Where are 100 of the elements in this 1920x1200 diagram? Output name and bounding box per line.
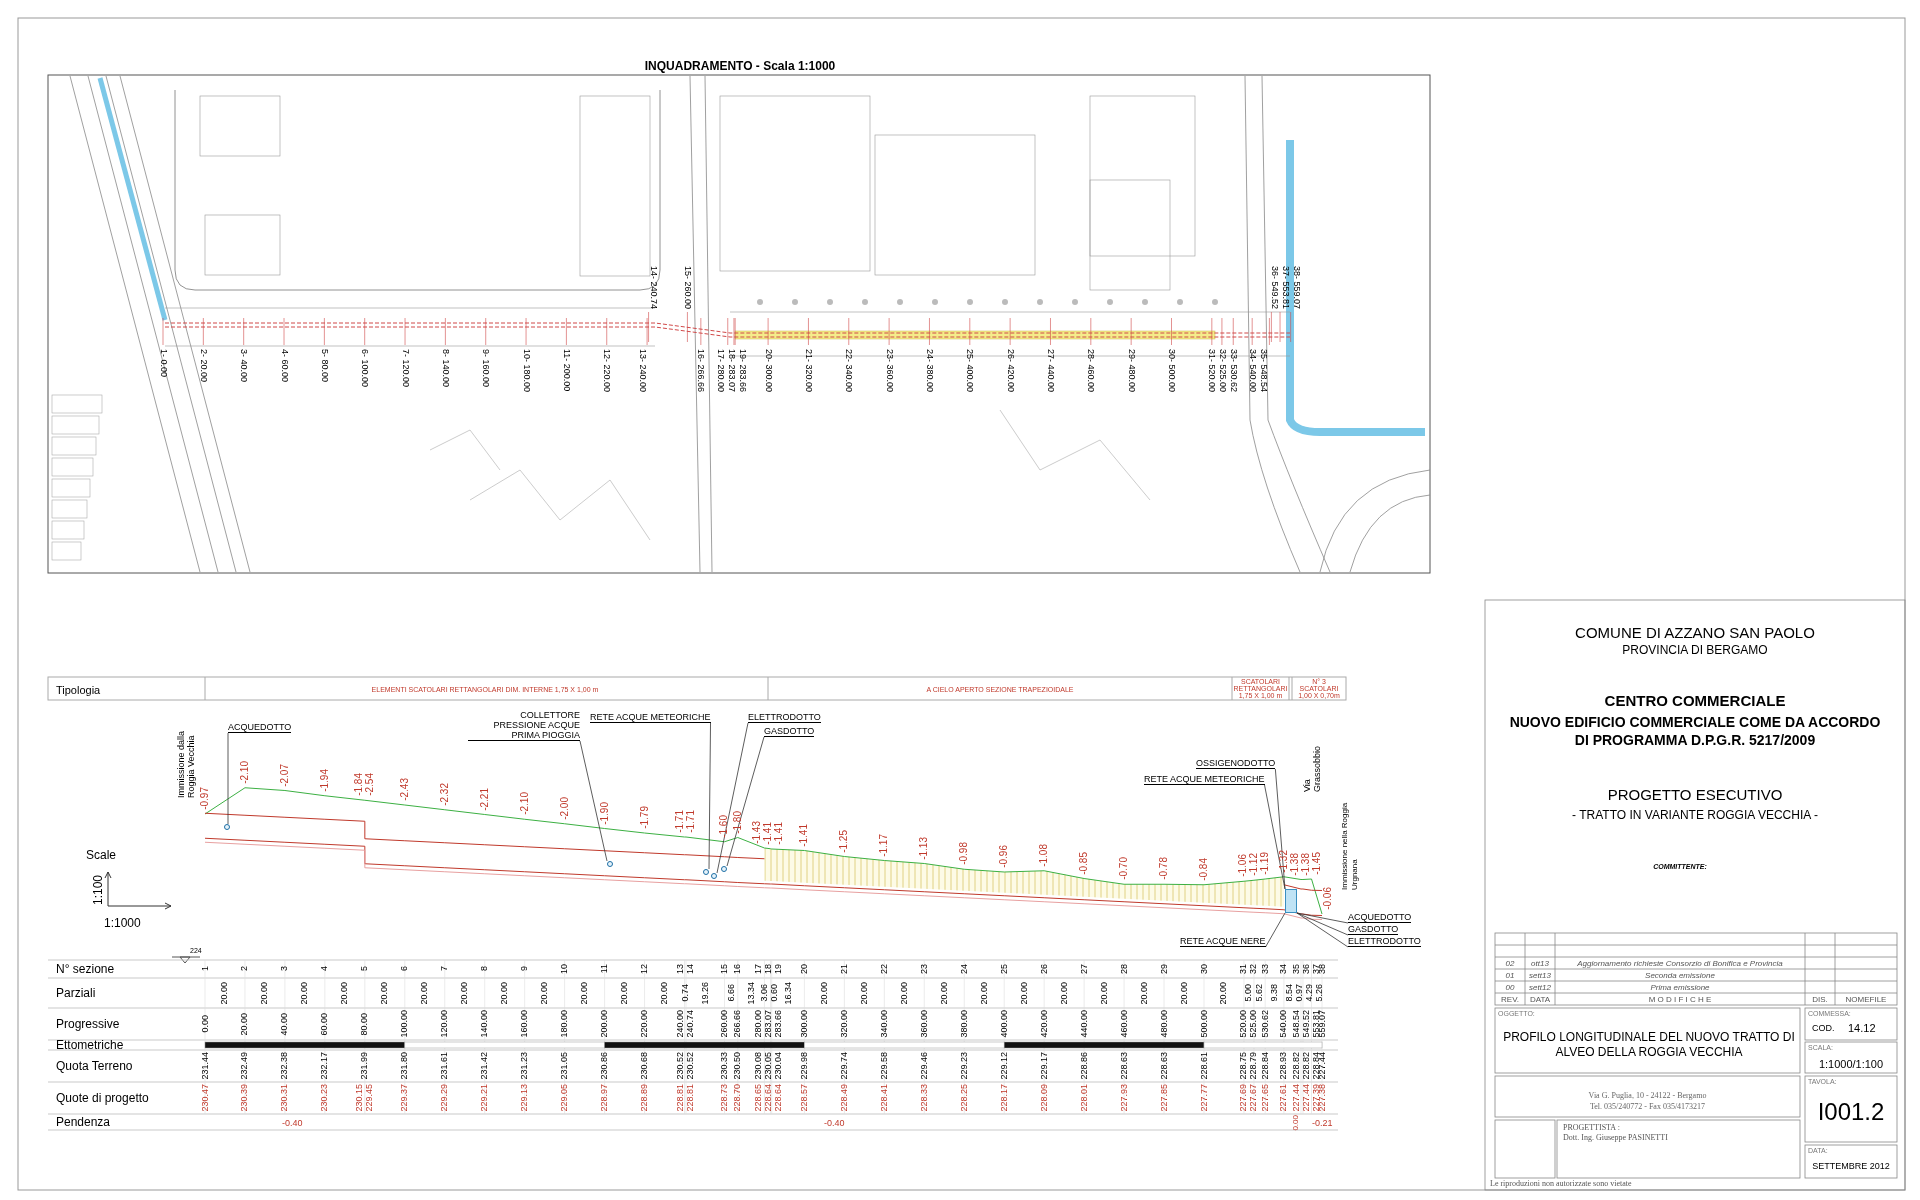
partial-distance: 20.00: [420, 981, 430, 1005]
title-block-text: 1:1000/1:100: [1817, 1057, 1885, 1072]
station-label: 6- 100.00: [360, 349, 370, 388]
partial-distance: 20.00: [460, 981, 470, 1005]
row-header: Progressive: [56, 1016, 120, 1033]
row-header: Parziali: [56, 985, 96, 1002]
pipe-section: [711, 873, 717, 879]
design-elevation: 227.61: [1279, 1084, 1289, 1112]
progressive-distance: 549.52: [1301, 1010, 1311, 1038]
ground-elevation: 232.49: [240, 1052, 250, 1080]
slope-value: -0.40: [824, 1117, 845, 1130]
leader-label: RETE ACQUE METEORICHE: [590, 712, 711, 723]
section-number: 31: [1239, 964, 1249, 974]
section-number: 2: [240, 966, 250, 972]
ground-elevation: 229.58: [879, 1052, 889, 1080]
section-number: 23: [919, 964, 929, 974]
depth-value: -1.71: [685, 810, 696, 833]
design-elevation: 228.64: [773, 1084, 783, 1112]
partial-distance: 20.00: [979, 981, 989, 1005]
station-label: 24- 380.00: [924, 349, 934, 393]
depth-value: -0.06: [1323, 887, 1333, 910]
ground-elevation: 228.86: [1079, 1052, 1089, 1080]
title-block-text: PROGETTISTA :: [1563, 1122, 1621, 1134]
partial-distance: 0.60: [769, 984, 779, 1002]
station-label: 9- 160.00: [481, 349, 491, 388]
ground-elevation: 228.79: [1249, 1052, 1259, 1080]
ground-elevation: 228.82: [1291, 1052, 1301, 1080]
progressive-distance: 540.00: [1279, 1010, 1289, 1038]
design-elevation: 230.47: [200, 1084, 210, 1112]
ground-elevation: 230.50: [733, 1052, 743, 1080]
depth-value: -2.10: [519, 792, 530, 816]
design-elevation: 228.65: [753, 1084, 763, 1112]
design-elevation: 228.41: [879, 1084, 889, 1112]
section-number: 22: [879, 964, 889, 974]
partial-distance: 20.00: [899, 981, 909, 1005]
section-number: 13: [675, 964, 685, 974]
station-label: 22- 340.00: [844, 349, 854, 393]
station-label: 29- 480.00: [1126, 349, 1136, 393]
progressive-distance: 20.00: [240, 1012, 250, 1036]
partial-distance: 20.00: [500, 981, 510, 1005]
partial-distance: 20.00: [660, 981, 670, 1005]
scale-label: 1:1000: [104, 915, 141, 932]
leader-label: ACQUEDOTTO: [228, 722, 292, 733]
station-label: 38- 559.07: [1292, 265, 1301, 309]
depth-value: -0.98: [959, 842, 970, 866]
partial-distance: 20.00: [300, 981, 310, 1005]
leader-label: COLLETTORE PRESSIONE ACQUE PRIMA PIOGGIA: [468, 710, 580, 741]
partial-distance: 9.38: [1270, 984, 1280, 1002]
slope-value: -0.21: [1312, 1117, 1333, 1130]
ground-elevation: 231.80: [400, 1052, 410, 1080]
depth-value: -1.12: [1249, 853, 1260, 877]
design-elevation: 229.05: [560, 1084, 570, 1112]
section-number: 21: [839, 964, 849, 974]
design-elevation: 227.77: [1199, 1084, 1209, 1112]
row-header: Tipologia: [56, 683, 102, 698]
station-label: 36- 549.52: [1270, 265, 1279, 309]
title-block-text: 00: [1504, 982, 1516, 994]
progressive-distance: 320.00: [839, 1010, 849, 1038]
ground-elevation: 230.68: [640, 1052, 650, 1080]
section-number: 8: [480, 966, 490, 972]
ground-elevation: 231.99: [360, 1052, 370, 1080]
progressive-distance: 300.00: [799, 1010, 809, 1038]
partial-distance: 20.00: [220, 981, 230, 1005]
leader-label: RETE ACQUE METEORICHE: [1144, 774, 1265, 785]
station-label: 20- 300.00: [763, 349, 773, 393]
section-number: 10: [560, 964, 570, 974]
progressive-distance: 380.00: [959, 1010, 969, 1038]
station-label: 13- 240.00: [637, 349, 647, 393]
station-label: 2- 20.00: [198, 349, 208, 383]
section-number: 34: [1279, 964, 1289, 974]
depth-value: -1.43: [752, 821, 763, 844]
design-elevation: 228.01: [1079, 1084, 1089, 1112]
title-block-text: Dott. Ing. Giuseppe PASINETTI: [1563, 1132, 1669, 1144]
ground-elevation: 228.63: [1159, 1052, 1169, 1080]
partial-distance: 19.26: [700, 981, 710, 1005]
section-number: 29: [1159, 964, 1169, 974]
partial-distance: 8.54: [1285, 984, 1295, 1002]
row-header: Ettometriche: [56, 1040, 124, 1050]
progressive-distance: 60.00: [320, 1012, 330, 1036]
station-label: 31- 520.00: [1206, 349, 1216, 393]
section-number: 16: [733, 964, 743, 974]
section-number: 33: [1260, 964, 1270, 974]
progressive-distance: 120.00: [440, 1010, 450, 1038]
section-number: 9: [520, 966, 530, 972]
partial-distance: 16.34: [783, 981, 793, 1005]
partial-distance: 20.00: [380, 981, 390, 1005]
progressive-distance: 40.00: [280, 1012, 290, 1036]
scale-label: Scale: [86, 847, 117, 864]
scale-label: 1:100: [92, 875, 104, 905]
leader-label: ELETTRODOTTO: [1348, 936, 1421, 947]
progressive-distance: 548.54: [1291, 1010, 1301, 1038]
depth-value: -2.21: [479, 787, 490, 811]
depth-value: -1.41: [799, 823, 810, 847]
ground-elevation: 232.38: [280, 1052, 290, 1080]
design-elevation: 230.39: [240, 1084, 250, 1112]
title-block-text: 01: [1504, 970, 1516, 982]
station-label: 26- 420.00: [1005, 349, 1015, 393]
section-number: 15: [719, 964, 729, 974]
ground-elevation: 230.04: [773, 1052, 783, 1080]
station-label: 3- 40.00: [239, 349, 249, 383]
